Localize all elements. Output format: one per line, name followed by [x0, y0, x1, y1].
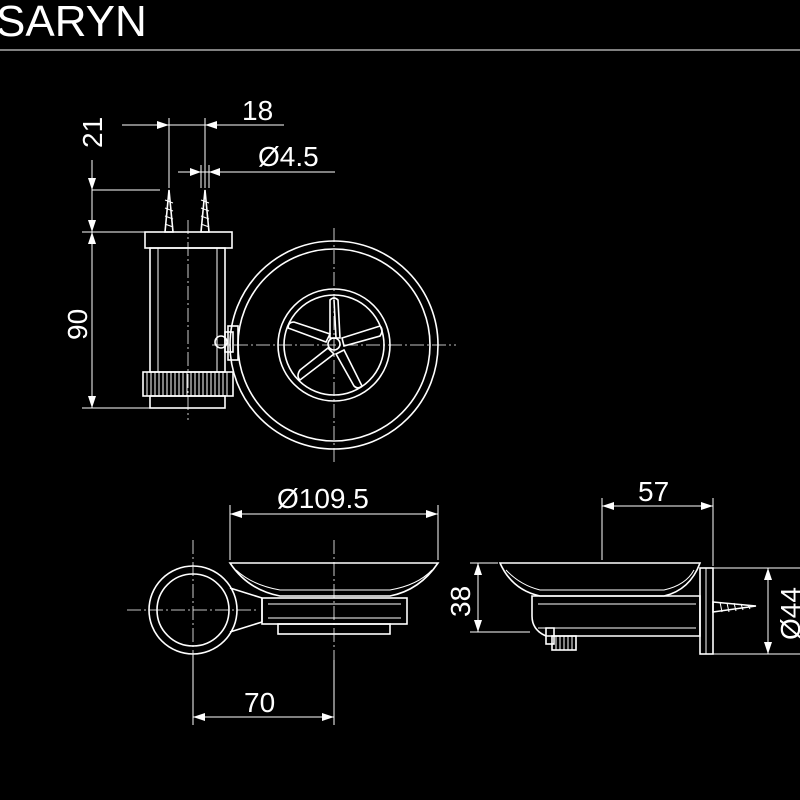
- dim-18-label: 18: [242, 95, 273, 126]
- screw-left: [164, 189, 174, 233]
- dim-109-5-label: Ø109.5: [277, 483, 369, 514]
- dim-18: 18: [122, 95, 284, 188]
- drawing-title: SARYN: [0, 0, 147, 46]
- dim-diameter-109-5: Ø109.5: [229, 483, 439, 560]
- dim-90: 90: [62, 231, 150, 409]
- screw-right: [200, 189, 210, 233]
- dim-4-5-label: Ø4.5: [258, 141, 319, 172]
- dim-70: 70: [192, 655, 335, 725]
- dim-44-label: Ø44: [775, 587, 800, 640]
- base-cap: [149, 395, 226, 409]
- side-view: [142, 189, 234, 420]
- dim-70-label: 70: [244, 687, 275, 718]
- front-view: [212, 228, 456, 462]
- dish-profile: [228, 562, 440, 597]
- dim-diameter-44: Ø44: [713, 567, 800, 655]
- drain-star: [287, 297, 383, 389]
- dish-holder: [261, 597, 408, 625]
- bottom-side-view: [127, 540, 440, 680]
- dim-57-label: 57: [638, 476, 669, 507]
- wall-flange: [144, 231, 233, 249]
- holder-body: [149, 247, 226, 373]
- dim-38: 38: [445, 562, 530, 633]
- right-side-view: [498, 562, 757, 655]
- dim-90-label: 90: [62, 309, 93, 340]
- dim-21-label: 21: [77, 117, 108, 148]
- dim-diameter-4-5: Ø4.5: [178, 141, 335, 188]
- dim-38-label: 38: [445, 586, 476, 617]
- dim-21: 21: [77, 117, 160, 233]
- dim-57: 57: [601, 476, 714, 566]
